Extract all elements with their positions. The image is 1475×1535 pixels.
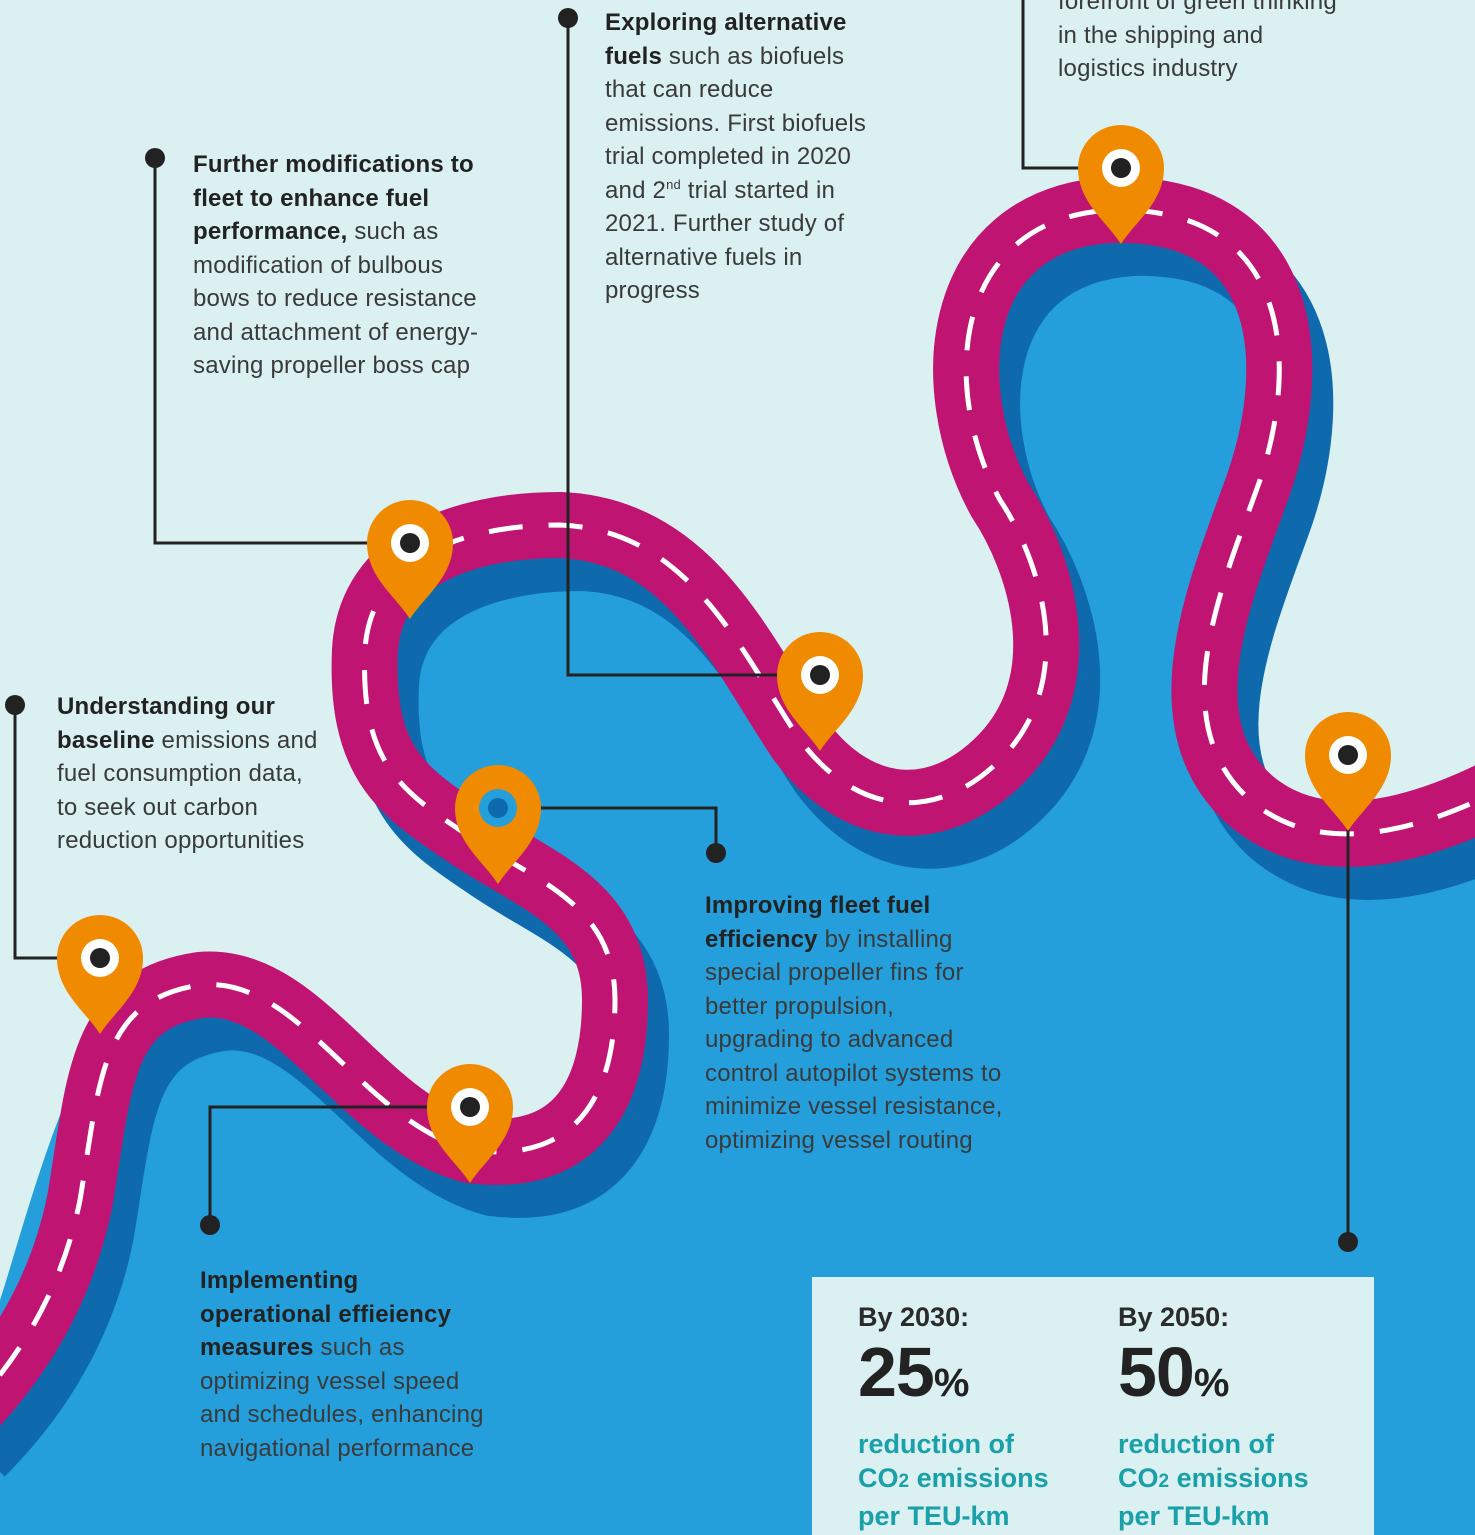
map-pin-dot [90,948,110,968]
water-area [0,200,1475,1535]
milestone-alternative-fuels-sup: nd [666,176,681,192]
milestone-fleet-modifications-text: such as modification of bulbous bows to … [193,218,479,379]
target-2030-desc-line-3: per TEU-km [858,1501,1010,1531]
target-2050-desc-emissions: emissions [1169,1463,1309,1493]
target-2050-desc-co: CO [1118,1463,1159,1493]
milestone-operational-text: such as optimizing vessel speed and sche… [200,1334,484,1462]
connector-alternative-fuels-dot-icon [558,8,578,28]
milestone-baseline: Understanding our baseline emissions and… [57,690,327,858]
connector-alternative-fuels [566,18,820,677]
milestone-operational: Implementing operational effieiency meas… [200,1264,485,1465]
map-pin-icon [777,632,863,751]
connector-fleet-efficiency [498,806,718,853]
milestone-green-thinking-line-3: logistics industry [1058,55,1238,82]
map-pin-dot [1338,745,1358,765]
connector-operational [208,1105,470,1225]
map-pin-dot [1111,158,1131,178]
map-pin-icon [367,500,453,619]
target-2030-value: 25 [858,1333,935,1411]
milestone-green-thinking-line-1: forefront of green thinking [1058,0,1337,15]
milestone-alternative-fuels-text-b: trial started in 2021. Further study of … [605,176,845,305]
milestone-baseline-text: emissions and fuel consumption data, to … [57,726,318,855]
target-2030-desc-sub: 2 [898,1471,910,1492]
target-2050-value: 50 [1118,1333,1195,1411]
map-pin-dot [400,533,420,553]
milestone-fleet-efficiency: Improving fleet fuel efficiency by insta… [705,889,1005,1157]
map-pin-dot [810,665,830,685]
target-2050-unit: % [1193,1361,1230,1405]
milestone-operational-title: Implementing operational effieiency meas… [200,1267,452,1361]
road-center-dashes [0,207,1475,1379]
target-2030-desc-emissions: emissions [909,1463,1049,1493]
milestone-alternative-fuels: Exploring alternative fuels such as biof… [605,6,885,308]
connector-fleet-efficiency-dot-icon [706,843,726,863]
milestone-fleet-modifications-title: Further modifications to fleet to enhanc… [193,151,474,245]
connector-targets-dot-icon [1338,1232,1358,1252]
target-2050-desc-line-3: per TEU-km [1118,1501,1270,1531]
map-pin-icon [57,915,143,1034]
target-2050: By 2050: 50% reduction of CO2 emissions … [1118,1301,1309,1533]
map-pin-dot [488,798,508,818]
target-2050-value-row: 50% [1118,1337,1309,1425]
map-pin-icon [427,1064,513,1183]
map-pin-icon [1078,125,1164,244]
target-2030-unit: % [933,1361,970,1405]
map-pin-dot [460,1097,480,1117]
target-2050-desc-line-1: reduction of [1118,1429,1274,1459]
milestone-fleet-efficiency-text: by installing special propeller fins for… [705,925,1003,1154]
map-pin-icon [1305,712,1391,831]
target-2030-desc-line-2: CO2 emissions [858,1461,1049,1499]
target-2050-label: By 2050: [1118,1302,1230,1332]
target-2030: By 2030: 25% reduction of CO2 emissions … [858,1301,1049,1533]
targets-panel: By 2030: 25% reduction of CO2 emissions … [812,1277,1374,1535]
target-2050-desc-line-2: CO2 emissions [1118,1461,1309,1499]
connector-baseline-dot-icon [5,695,25,715]
target-2030-label: By 2030: [858,1302,970,1332]
milestone-green-thinking: forefront of green thinking in the shipp… [1058,0,1388,86]
target-2030-desc-co: CO [858,1463,899,1493]
connector-fleet-modifications-dot-icon [145,148,165,168]
target-2050-desc-sub: 2 [1158,1471,1170,1492]
milestone-fleet-efficiency-title: Improving fleet fuel efficiency [705,892,931,953]
target-2050-description: reduction of CO2 emissions per TEU-km [1118,1427,1309,1533]
connector-fleet-modifications [153,158,410,545]
milestone-alternative-fuels-title: Exploring alternative fuels [605,9,847,70]
milestone-green-thinking-line-2: in the shipping and [1058,21,1264,49]
map-pin-icon [455,765,541,884]
target-2030-value-row: 25% [858,1337,1049,1425]
target-2030-description: reduction of CO2 emissions per TEU-km [858,1427,1049,1533]
milestone-baseline-title: Understanding our baseline [57,693,276,754]
target-2030-desc-line-1: reduction of [858,1429,1014,1459]
milestone-fleet-modifications: Further modifications to fleet to enhanc… [193,148,503,383]
connector-operational-dot-icon [200,1215,220,1235]
milestone-alternative-fuels-text-a: such as biofuels that can reduce emissio… [605,42,867,204]
